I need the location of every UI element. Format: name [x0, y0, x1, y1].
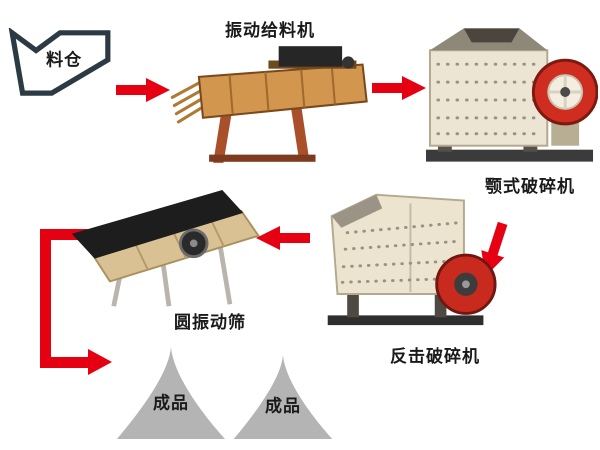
impact-crusher-illustration	[327, 193, 497, 326]
pile-icon	[117, 347, 225, 439]
impact-crusher-label: 反击破碎机	[390, 347, 480, 367]
arrow-impact-to-screen	[256, 226, 310, 250]
feeder-label: 振动给料机	[225, 21, 315, 41]
arrow-to-products-head	[88, 349, 112, 375]
vibrating-screen-illustration	[71, 190, 260, 307]
impact-crusher	[318, 178, 498, 336]
arrow-feeder-to-jaw	[372, 76, 426, 100]
vibrating-feeder-illustration	[170, 46, 368, 163]
connector-vertical	[40, 229, 51, 368]
vibrating-screen	[68, 188, 268, 312]
product-pile-right: 成品	[230, 352, 336, 442]
material-silo: 料仓	[8, 28, 112, 100]
jaw-crusher-illustration	[425, 28, 598, 162]
product-right-label: 成品	[265, 396, 301, 417]
vibrating-screen-label: 圆振动筛	[174, 313, 246, 333]
connector-bottom-horizontal	[40, 357, 88, 368]
connector-screen-horizontal	[40, 229, 95, 240]
product-left-label: 成品	[153, 393, 189, 414]
pile-icon	[233, 354, 333, 440]
jaw-crusher-label: 颚式破碎机	[485, 177, 575, 197]
product-pile-left: 成品	[113, 344, 229, 442]
jaw-crusher	[424, 22, 598, 172]
arrow-hopper-to-feeder	[116, 78, 170, 102]
vibrating-feeder	[168, 38, 373, 171]
hopper-label: 料仓	[46, 50, 83, 71]
hopper-icon	[8, 28, 111, 96]
